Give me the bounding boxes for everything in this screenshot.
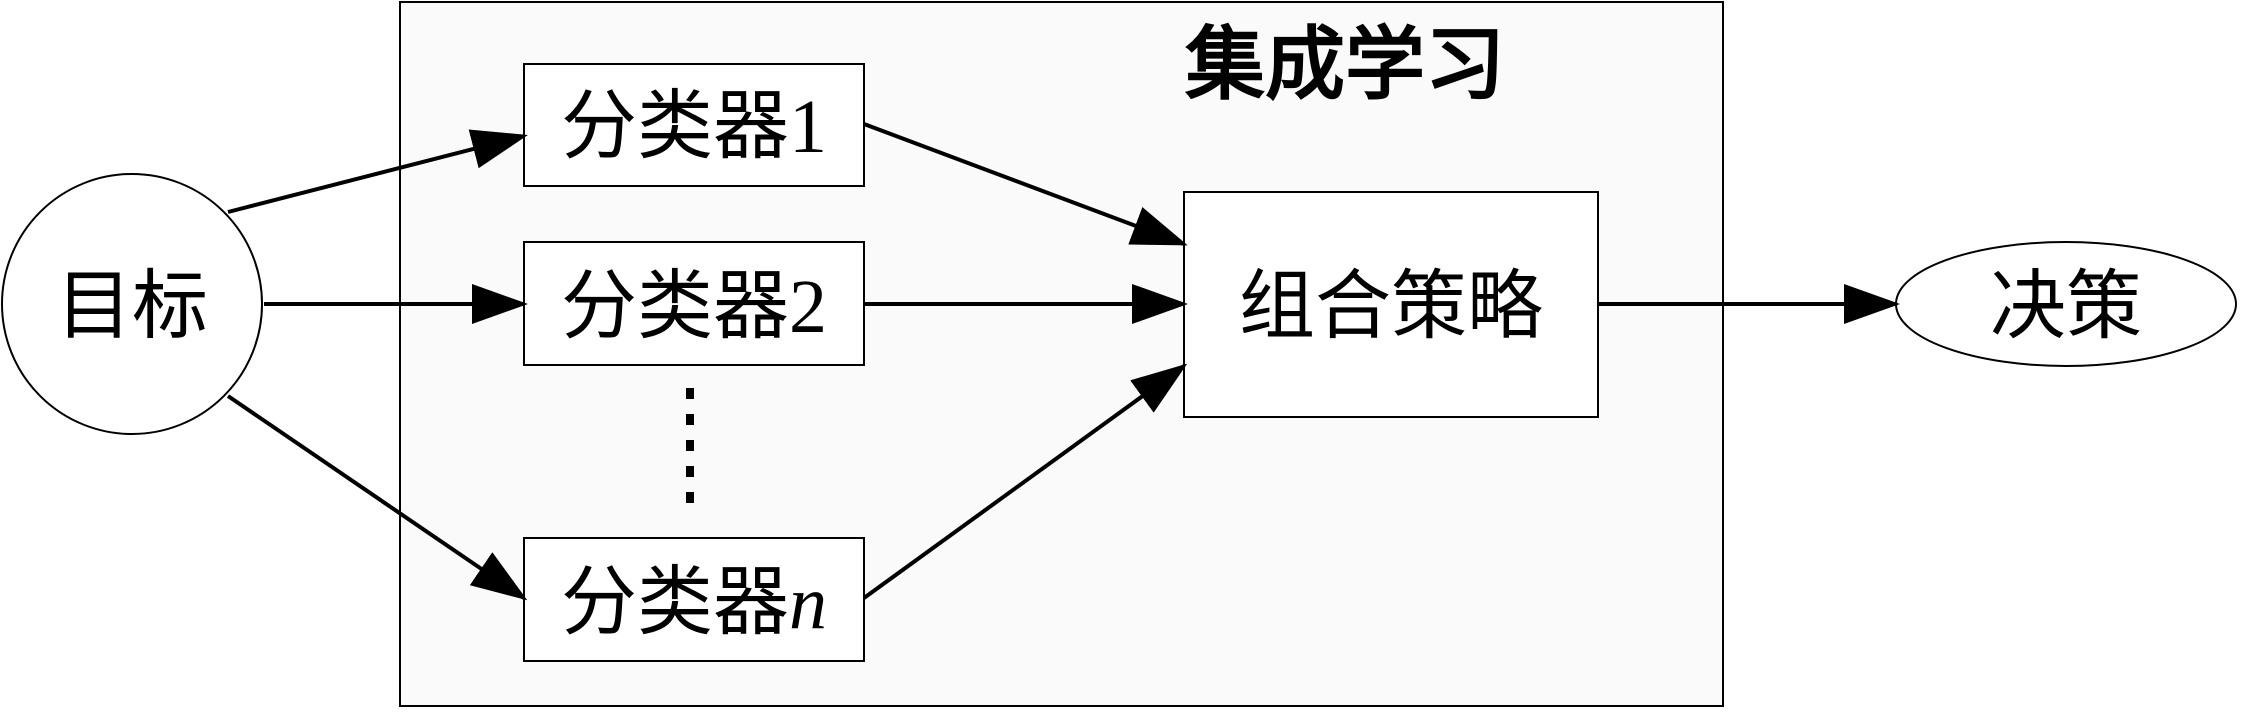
classifier-2-index: 2	[789, 265, 827, 349]
classifier-n-prefix: 分类器	[561, 557, 789, 646]
ellipsis-dots	[686, 388, 694, 503]
classifier-n-index: n	[789, 561, 827, 645]
classifier-n-label: 分类器n	[561, 557, 827, 646]
ensemble-title: 集成学习	[1184, 17, 1505, 111]
classifier-2-prefix: 分类器	[561, 261, 789, 350]
arrow-target-to-classifier-n	[226, 394, 528, 601]
decision-label: 决策	[1990, 261, 2142, 350]
classifier-1-index: 1	[789, 85, 827, 169]
arrow-classifier-1-to-combination	[863, 122, 1188, 246]
classifier-2-box	[523, 241, 865, 366]
combination-box	[1183, 191, 1599, 418]
combination-label: 组合策略	[1239, 261, 1543, 350]
classifier-1-prefix: 分类器	[561, 81, 789, 170]
arrow-classifier-n-to-combination	[862, 363, 1188, 600]
arrow-target-to-classifier-1	[227, 129, 528, 214]
target-node	[1, 173, 263, 435]
classifier-1-box	[523, 63, 865, 187]
target-label: 目标	[56, 261, 208, 350]
classifier-n-box	[523, 537, 865, 662]
classifier-2-label: 分类器2	[561, 261, 827, 350]
classifier-1-label: 分类器1	[561, 81, 827, 170]
